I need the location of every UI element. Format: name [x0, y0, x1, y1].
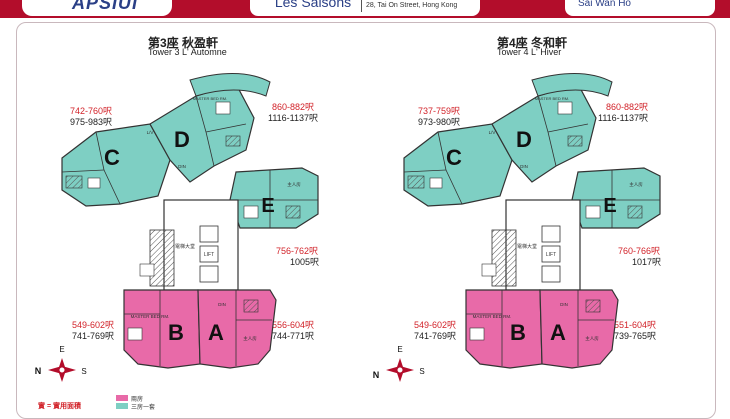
t4-compass-s: S — [419, 367, 424, 376]
t3-unit-b-gross-area: 741-769呎 — [72, 331, 115, 341]
t3-unit-a-net-area: 556-604呎 — [272, 320, 315, 330]
t3-unit-b — [123, 289, 201, 369]
t4-unit-e-gross-area: 1017呎 — [632, 257, 662, 267]
t4-din-label: DIN — [520, 164, 528, 169]
t3-unit-d-gross-area: 1116-1137呎 — [268, 113, 319, 123]
t4-unit-c-gross-area: 973-980呎 — [418, 117, 461, 127]
legend-label-two-bed: 兩房 — [131, 397, 144, 403]
developer-logo: APSIUI — [72, 0, 139, 13]
t4-core: LIFT 電梯大堂 — [481, 199, 581, 291]
t4-compass-e: E — [397, 345, 402, 354]
t3-unit-c-gross-area: 975-983呎 — [70, 117, 113, 127]
t3-letter-e: E — [261, 195, 274, 217]
district-panel — [565, 0, 715, 16]
t3-compass-s: S — [81, 367, 86, 376]
t3-core: LIFT 電梯大堂 — [139, 199, 239, 291]
t4-unit-c-net-area: 737-759呎 — [418, 106, 461, 116]
t3-compass-n: N — [35, 366, 42, 376]
t3-liv-label: L/V — [147, 130, 154, 135]
t3-lobby-label: 電梯大堂 — [175, 243, 195, 250]
t4-unit-a — [539, 289, 619, 369]
t4-letter-a: A — [550, 320, 566, 345]
t3-unit-c-net-area: 742-760呎 — [70, 106, 113, 116]
tower-4-subtitle: Tower 4 L' Hiver — [497, 47, 562, 57]
tower-3-subtitle: Tower 3 L' Automne — [148, 47, 227, 57]
t4-compass-n: N — [373, 370, 380, 380]
t4-a-din-label: DIN — [560, 302, 568, 307]
t4-letter-b: B — [510, 320, 526, 345]
t4-unit-d-net-area: 860-882呎 — [606, 102, 649, 112]
t4-unit-b-gross-area: 741-769呎 — [414, 331, 457, 341]
t3-lift-label: LIFT — [204, 252, 214, 258]
t4-lobby-label: 電梯大堂 — [517, 243, 537, 250]
t3-unit-a-gross-area: 744-771呎 — [272, 331, 315, 341]
floor-plans-svg: LIFT 電梯大堂 C D E B A MASTER BED RM. L/V D… — [35, 73, 661, 382]
t4-a-master-cn-label: 主人房 — [585, 335, 599, 342]
t3-compass: E N S — [35, 345, 87, 382]
tower-4-title: 第4座 冬和軒 — [497, 36, 568, 50]
t3-master-label: MASTER BED RM. — [193, 96, 227, 101]
t4-lift-label: LIFT — [546, 252, 556, 258]
t4-unit-a-net-area: 551-604呎 — [614, 320, 657, 330]
project-address: 28, Tai On Street, Hong Kong — [366, 2, 458, 9]
logo-panel — [22, 0, 172, 16]
legend-swatch-three-bed — [116, 403, 128, 409]
t4-unit-d-gross-area: 1116-1137呎 — [598, 113, 649, 123]
t4-letter-e: E — [603, 195, 616, 217]
t4-b-master-label: MASTER BED RM. — [473, 314, 512, 319]
t3-a-din-label: DIN — [218, 302, 226, 307]
t3-unit-c — [61, 123, 171, 207]
t3-din-label: DIN — [178, 164, 186, 169]
t3-letter-c: C — [104, 145, 120, 170]
t4-master-label: MASTER BED RM. — [535, 96, 569, 101]
t4-unit-b — [465, 289, 543, 369]
project-panel — [250, 0, 480, 16]
header-divider — [361, 0, 362, 12]
tower-4-plan: LIFT 電梯大堂 C D E B A MASTER BED RM. L/V D… — [403, 73, 661, 369]
t3-unit-d-net-area: 860-882呎 — [272, 102, 315, 112]
t4-letter-c: C — [446, 145, 462, 170]
t4-unit-d — [491, 73, 613, 183]
t4-unit-a-gross-area: 739-765呎 — [614, 331, 657, 341]
t4-unit-e-net-area: 760-766呎 — [618, 246, 661, 256]
project-name: Les Saisons — [274, 0, 352, 10]
tower-3-plan: LIFT 電梯大堂 C D E B A MASTER BED RM. L/V D… — [61, 73, 319, 369]
t3-letter-d: D — [174, 127, 190, 152]
t3-unit-b-net-area: 549-602呎 — [72, 320, 115, 330]
t3-unit-a — [197, 289, 277, 369]
t3-unit-e-net-area: 756-762呎 — [276, 246, 319, 256]
t4-e-master-cn-label: 主人房 — [629, 181, 643, 188]
t4-liv-label: L/V — [489, 130, 496, 135]
t3-a-master-cn-label: 主人房 — [243, 335, 257, 342]
t4-compass: E N S — [373, 345, 425, 382]
t3-letter-b: B — [168, 320, 184, 345]
district-name: Sai Wan Ho — [578, 0, 631, 9]
t4-unit-c — [403, 123, 513, 207]
t4-unit-b-net-area: 549-602呎 — [414, 320, 457, 330]
legend-swatch-two-bed — [116, 395, 128, 401]
t3-compass-e: E — [59, 345, 64, 354]
t3-unit-e-gross-area: 1005呎 — [290, 257, 320, 267]
t4-letter-d: D — [516, 127, 532, 152]
tower-3-title: 第3座 秋盈軒 — [148, 36, 219, 50]
area-footnote: 實 = 實用面積 — [38, 403, 81, 410]
legend-label-three-bed: 三房一套 — [131, 405, 156, 411]
t3-unit-d — [149, 73, 271, 183]
t3-b-master-label: MASTER BED RM. — [131, 314, 170, 319]
t3-letter-a: A — [208, 320, 224, 345]
t3-e-master-cn-label: 主人房 — [287, 181, 301, 188]
